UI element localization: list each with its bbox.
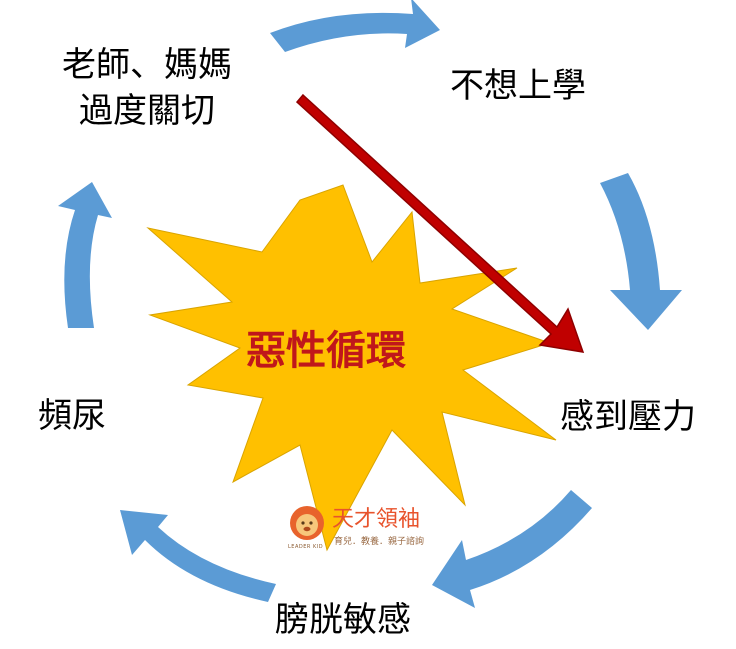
node-bottom: 膀胱敏感 bbox=[275, 600, 411, 640]
cycle-arrow-right bbox=[600, 173, 682, 330]
cycle-arrow-bottom-left bbox=[120, 510, 276, 602]
logo-tagline: 育兒．教養．親子諮詢 bbox=[334, 537, 425, 547]
logo-english: LEADER KID bbox=[288, 544, 324, 550]
cycle-arrow-bottom-right bbox=[432, 490, 592, 608]
node-left: 頻尿 bbox=[38, 396, 106, 436]
logo-name: 天才領袖 bbox=[332, 507, 421, 532]
node-top-left: 老師、媽媽 過度關切 bbox=[62, 42, 232, 134]
node-top-left-line2: 過度關切 bbox=[79, 91, 215, 131]
cycle-arrow-left bbox=[58, 182, 112, 328]
diagonal-arrow bbox=[295, 93, 585, 353]
node-top-right: 不想上學 bbox=[450, 66, 586, 106]
node-top-left-line1: 老師、媽媽 bbox=[62, 45, 232, 85]
center-label: 惡性循環 bbox=[246, 328, 406, 374]
starburst-shape bbox=[146, 184, 557, 552]
lion-logo-icon bbox=[290, 506, 324, 540]
cycle-arrow-top bbox=[270, 0, 440, 52]
brand-logo: 天才領袖 育兒．教養．親子諮詢 LEADER KID bbox=[288, 505, 438, 555]
node-right: 感到壓力 bbox=[560, 397, 696, 437]
